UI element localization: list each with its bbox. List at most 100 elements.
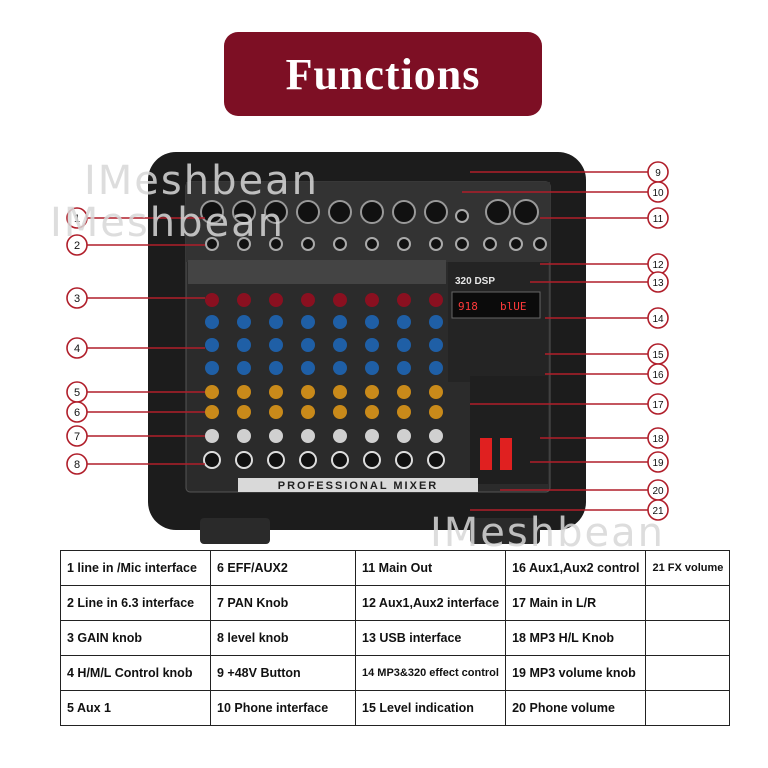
callout-number: 1 bbox=[74, 213, 80, 225]
xlr-jack bbox=[360, 200, 384, 224]
eff-aux2-knob bbox=[429, 405, 443, 419]
title-banner: Functions bbox=[224, 32, 542, 116]
callout-number: 15 bbox=[652, 350, 664, 361]
eq-knob bbox=[301, 338, 315, 352]
eq-knob bbox=[333, 338, 347, 352]
eq-knob bbox=[365, 338, 379, 352]
main-out-jack bbox=[513, 199, 539, 225]
eq-knob bbox=[205, 338, 219, 352]
callout-circle bbox=[66, 207, 88, 229]
callout-circle bbox=[647, 393, 669, 415]
callout-number: 8 bbox=[74, 459, 80, 471]
legend-cell: 1 line in /Mic interface bbox=[60, 550, 211, 586]
callout-number: 13 bbox=[652, 278, 664, 289]
page-title: Functions bbox=[285, 49, 481, 99]
eff-aux2-knob bbox=[237, 405, 251, 419]
eff-aux2-knob bbox=[205, 405, 219, 419]
eq-knob bbox=[237, 361, 251, 375]
legend-cell: 21 FX volume bbox=[645, 550, 731, 586]
level-knob bbox=[235, 451, 253, 469]
brand-label: PROFESSIONAL MIXER bbox=[278, 480, 438, 492]
eq-knob bbox=[269, 361, 283, 375]
mixer-illustration: 320 DSP 918 blUE PROFESSIONAL MIXER 1234… bbox=[66, 152, 669, 544]
legend-cell: 15 Level indication bbox=[354, 690, 507, 726]
eq-knob bbox=[269, 338, 283, 352]
eff-aux2-knob bbox=[269, 405, 283, 419]
legend-cell bbox=[645, 690, 731, 726]
pan-knob bbox=[205, 429, 219, 443]
level-knob bbox=[427, 451, 445, 469]
legend-cell: 8 level knob bbox=[210, 620, 356, 656]
line-jack bbox=[269, 237, 283, 251]
watermark: IMeshbean bbox=[50, 200, 285, 246]
eq-knob bbox=[333, 361, 347, 375]
callout-number: 5 bbox=[74, 387, 80, 399]
aux-out-jack bbox=[455, 237, 469, 251]
main-fader-right bbox=[500, 438, 512, 470]
main-fader-left bbox=[480, 438, 492, 470]
eq-knob bbox=[237, 338, 251, 352]
callout-number: 20 bbox=[652, 486, 664, 497]
pan-knob bbox=[429, 429, 443, 443]
eff-aux2-knob bbox=[333, 405, 347, 419]
aux1-knob bbox=[429, 385, 443, 399]
callout-number: 18 bbox=[652, 434, 664, 445]
line-jack bbox=[333, 237, 347, 251]
phone-jack bbox=[455, 209, 469, 223]
legend-cell: 16 Aux1,Aux2 control bbox=[505, 550, 647, 586]
main-out-jack bbox=[485, 199, 511, 225]
xlr-jack bbox=[392, 200, 416, 224]
aux1-knob bbox=[205, 385, 219, 399]
gain-knob bbox=[237, 293, 251, 307]
callout-number: 6 bbox=[74, 407, 80, 419]
aux1-knob bbox=[237, 385, 251, 399]
eff-aux2-knob bbox=[301, 405, 315, 419]
eq-knob bbox=[429, 338, 443, 352]
callout-circle bbox=[66, 453, 88, 475]
level-knob bbox=[395, 451, 413, 469]
aux1-knob bbox=[269, 385, 283, 399]
eq-knob bbox=[333, 315, 347, 329]
line-jack bbox=[365, 237, 379, 251]
eq-knob bbox=[365, 361, 379, 375]
callout-circle bbox=[647, 271, 669, 293]
line-jack bbox=[237, 237, 251, 251]
line-jack bbox=[397, 237, 411, 251]
gain-knob bbox=[365, 293, 379, 307]
line-jack bbox=[301, 237, 315, 251]
aux-out-jack bbox=[509, 237, 523, 251]
case-handle-bottom bbox=[200, 518, 270, 544]
case-handle-bottom-right bbox=[470, 518, 540, 544]
callout-number: 10 bbox=[652, 188, 664, 199]
xlr-jack bbox=[424, 200, 448, 224]
legend-cell bbox=[645, 620, 731, 656]
eff-aux2-knob bbox=[365, 405, 379, 419]
eq-knob bbox=[301, 315, 315, 329]
callout-circle bbox=[647, 181, 669, 203]
callout-number: 17 bbox=[652, 400, 664, 411]
callout-number: 9 bbox=[655, 168, 661, 179]
pan-knob bbox=[365, 429, 379, 443]
xlr-jack bbox=[328, 200, 352, 224]
gain-knob bbox=[429, 293, 443, 307]
legend-cell: 2 Line in 6.3 interface bbox=[60, 585, 211, 621]
callout-circle bbox=[66, 425, 88, 447]
channel-label-strip bbox=[188, 260, 446, 284]
legend-cell: 5 Aux 1 bbox=[60, 690, 211, 726]
mp3-display bbox=[451, 291, 541, 319]
eq-knob bbox=[237, 315, 251, 329]
legend-cell: 20 Phone volume bbox=[505, 690, 647, 726]
aux-out-jack bbox=[533, 237, 547, 251]
legend-cell: 17 Main in L/R bbox=[505, 585, 647, 621]
legend-cell: 4 H/M/L Control knob bbox=[60, 655, 211, 691]
legend-cell: 7 PAN Knob bbox=[210, 585, 356, 621]
callout-circle bbox=[647, 499, 669, 521]
pan-knob bbox=[301, 429, 315, 443]
watermark: IMeshbean bbox=[84, 158, 319, 204]
eq-knob bbox=[397, 315, 411, 329]
legend-cell: 13 USB interface bbox=[354, 620, 507, 656]
xlr-jack bbox=[200, 200, 224, 224]
